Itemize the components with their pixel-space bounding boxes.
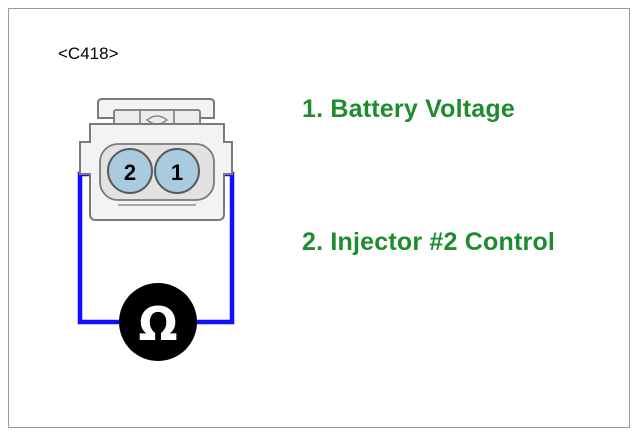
pin-1-description: 1. Battery Voltage [302,95,515,123]
connector-pin-2: 2 [107,148,153,194]
pin-2-description: 2. Injector #2 Control [302,228,556,256]
ohmmeter-icon: Ω [119,283,197,361]
pin-2-number: 2 [124,160,136,185]
connector-pin-1: 1 [154,148,200,194]
connector-housing [79,98,233,221]
connector-id-label: <C418> [58,44,119,63]
ohm-symbol: Ω [138,297,177,351]
pin-1-number: 1 [171,160,183,185]
